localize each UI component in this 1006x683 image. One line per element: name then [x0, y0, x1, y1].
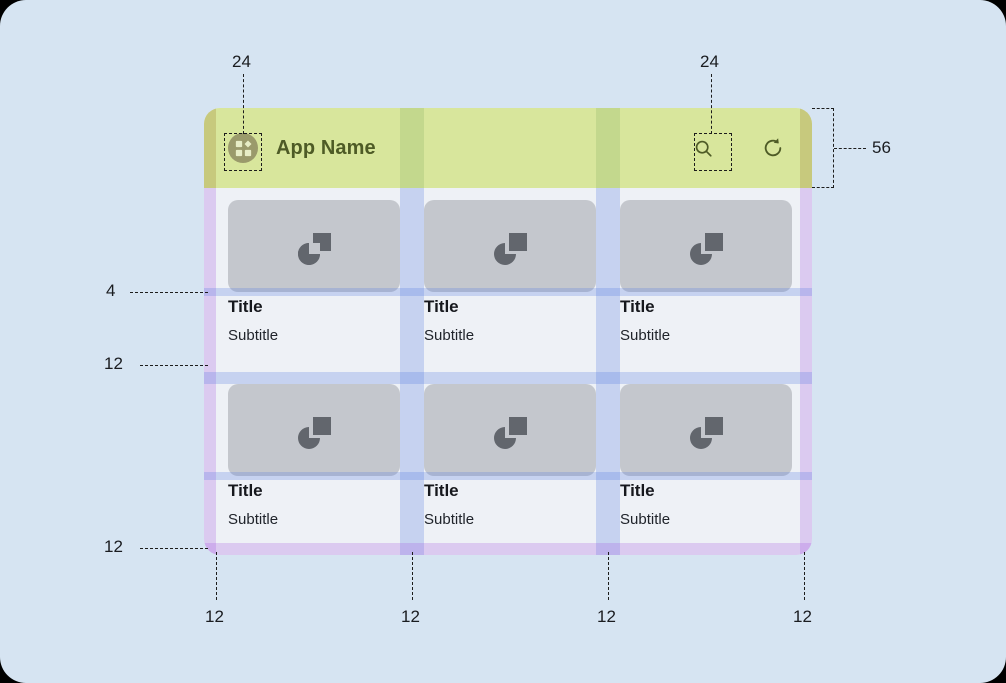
card-title: Title	[228, 297, 263, 316]
leader-line-gutter-2	[412, 552, 413, 600]
annotation-label-row-gap: 12	[104, 354, 123, 373]
app-logo-grid-icon[interactable]	[228, 133, 258, 163]
app-bar: App Name	[204, 108, 812, 188]
app-bar-title: App Name	[276, 136, 376, 159]
annotation-label-touch-target-left: 24	[232, 52, 251, 71]
card-text: Title Subtitle	[620, 480, 792, 530]
annotation-label-touch-target-right: 24	[700, 52, 719, 71]
app-frame: App Name	[204, 108, 812, 555]
card-subtitle: Subtitle	[228, 511, 279, 528]
image-placeholder-icon	[620, 384, 792, 476]
card-title: Title	[228, 481, 263, 500]
annotation-label-gutter-1: 12	[205, 607, 224, 626]
leader-line-appbar-height	[834, 148, 866, 149]
leader-line-touch-target-right	[711, 74, 712, 134]
image-placeholder-icon	[424, 200, 596, 292]
card-subtitle: Subtitle	[424, 327, 475, 344]
image-placeholder-icon	[620, 200, 792, 292]
leader-line-touch-target-left	[243, 74, 244, 134]
search-icon[interactable]	[688, 133, 718, 163]
card-title: Title	[620, 297, 655, 316]
leader-line-gutter-3	[608, 552, 609, 600]
card-text: Title Subtitle	[424, 296, 596, 346]
leader-line-title-gap	[130, 292, 208, 293]
card-grid: Title Subtitle Title Subtitle	[204, 188, 812, 555]
card-subtitle: Subtitle	[228, 327, 279, 344]
leader-line-gutter-4	[804, 552, 805, 600]
card-subtitle: Subtitle	[620, 327, 671, 344]
card-text: Title Subtitle	[228, 480, 400, 530]
card[interactable]: Title Subtitle	[228, 200, 400, 356]
card-title: Title	[620, 481, 655, 500]
card-text: Title Subtitle	[228, 296, 400, 346]
card[interactable]: Title Subtitle	[424, 200, 596, 356]
bracket-appbar-height	[812, 108, 834, 188]
annotation-label-gutter-3: 12	[597, 607, 616, 626]
leader-line-row-gap	[140, 365, 208, 366]
image-placeholder-icon	[228, 384, 400, 476]
image-placeholder-icon	[424, 384, 596, 476]
annotation-label-gutter-2: 12	[401, 607, 420, 626]
annotation-label-bottom-margin: 12	[104, 537, 123, 556]
card-title: Title	[424, 481, 459, 500]
card[interactable]: Title Subtitle	[424, 384, 596, 540]
card-subtitle: Subtitle	[424, 511, 475, 528]
card[interactable]: Title Subtitle	[228, 384, 400, 540]
leader-line-bottom-margin	[140, 548, 208, 549]
card-text: Title Subtitle	[424, 480, 596, 530]
card-subtitle: Subtitle	[620, 511, 671, 528]
image-placeholder-icon	[228, 200, 400, 292]
annotation-label-appbar-height: 56	[872, 138, 891, 157]
card-title: Title	[424, 297, 459, 316]
card[interactable]: Title Subtitle	[620, 200, 792, 356]
leader-line-gutter-1	[216, 552, 217, 600]
card[interactable]: Title Subtitle	[620, 384, 792, 540]
annotation-label-title-gap: 4	[106, 281, 116, 300]
card-text: Title Subtitle	[620, 296, 792, 346]
refresh-icon[interactable]	[758, 133, 788, 163]
annotation-label-gutter-4: 12	[793, 607, 812, 626]
